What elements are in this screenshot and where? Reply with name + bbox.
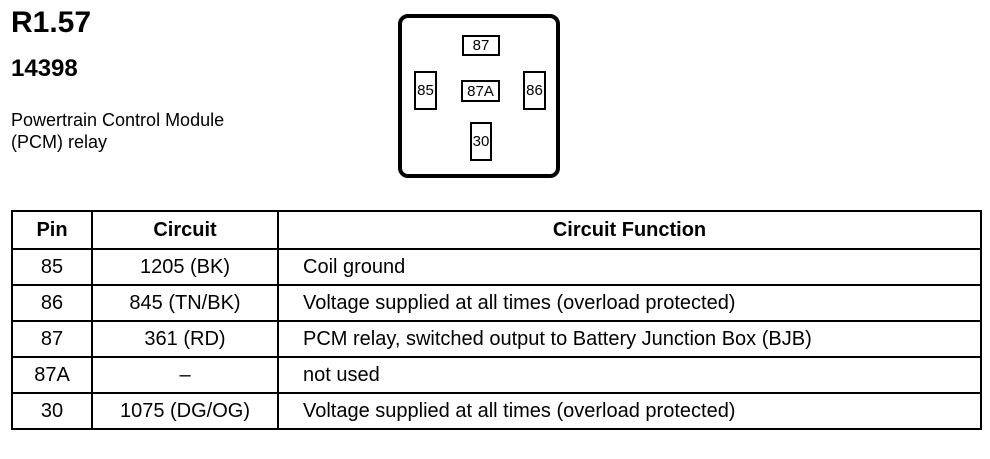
- column-header-pin: Pin: [11, 210, 93, 250]
- part-number: 14398: [11, 55, 78, 82]
- component-description: Powertrain Control Module (PCM) relay: [11, 109, 291, 153]
- pin-table: Pin Circuit Circuit Function 85 1205 (BK…: [11, 210, 982, 430]
- cell-function: Coil ground: [277, 248, 982, 286]
- cell-function: Voltage supplied at all times (overload …: [277, 284, 982, 322]
- connector-pin-87a: 87A: [461, 80, 500, 102]
- description-line-1: Powertrain Control Module: [11, 110, 225, 130]
- cell-function: not used: [277, 356, 982, 394]
- table-row: 30 1075 (DG/OG) Voltage supplied at all …: [11, 392, 982, 430]
- cell-pin: 86: [11, 284, 93, 322]
- connector-pin-87: 87: [462, 35, 500, 56]
- cell-pin: 87: [11, 320, 93, 358]
- column-header-circuit: Circuit: [91, 210, 279, 250]
- cell-function: Voltage supplied at all times (overload …: [277, 392, 982, 430]
- table-row: 87A – not used: [11, 356, 982, 394]
- cell-circuit: 1075 (DG/OG): [91, 392, 279, 430]
- connector-pin-85: 85: [414, 71, 437, 110]
- table-row: 86 845 (TN/BK) Voltage supplied at all t…: [11, 284, 982, 322]
- cell-pin: 85: [11, 248, 93, 286]
- table-row: 87 361 (RD) PCM relay, switched output t…: [11, 320, 982, 358]
- description-line-2: (PCM) relay: [11, 132, 108, 152]
- component-code: R1.57: [11, 6, 92, 39]
- cell-pin: 87A: [11, 356, 93, 394]
- cell-circuit: 845 (TN/BK): [91, 284, 279, 322]
- cell-circuit: –: [91, 356, 279, 394]
- cell-function: PCM relay, switched output to Battery Ju…: [277, 320, 982, 358]
- cell-pin: 30: [11, 392, 93, 430]
- table-row: 85 1205 (BK) Coil ground: [11, 248, 982, 286]
- connector-pin-86: 86: [523, 71, 546, 110]
- cell-circuit: 1205 (BK): [91, 248, 279, 286]
- column-header-circuit-function: Circuit Function: [277, 210, 982, 250]
- table-header-row: Pin Circuit Circuit Function: [11, 210, 982, 250]
- relay-connector-diagram: 87 87A 85 86 30: [398, 14, 560, 178]
- connector-pin-30: 30: [470, 122, 492, 161]
- cell-circuit: 361 (RD): [91, 320, 279, 358]
